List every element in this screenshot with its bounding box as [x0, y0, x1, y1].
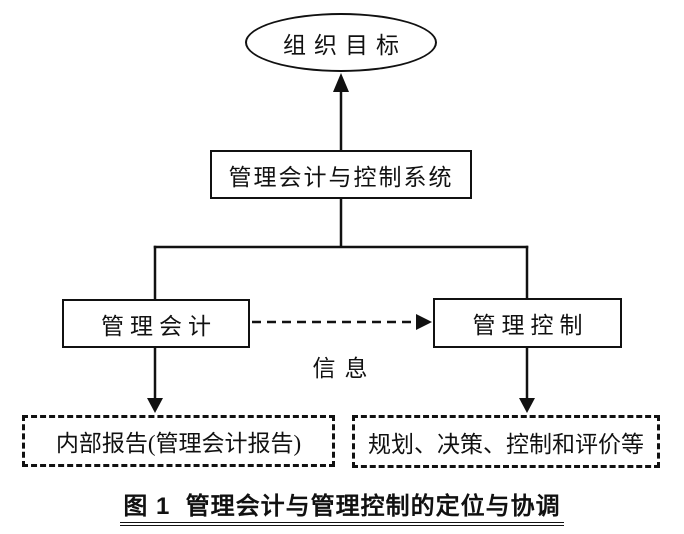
node-planning-activities: 规划、决策、控制和评价等 — [352, 415, 660, 468]
node-accounting-label: 管理会计 — [101, 313, 217, 339]
arrow-up-head-icon — [333, 73, 349, 92]
figure-caption-text: 图 1 管理会计与管理控制的定位与协调 — [120, 486, 564, 526]
node-planning-activities-label: 规划、决策、控制和评价等 — [368, 431, 644, 457]
node-internal-report-label: 内部报告(管理会计报告) — [55, 431, 302, 456]
edge-label-information: 信息 — [290, 350, 390, 382]
node-internal-report: 内部报告(管理会计报告) — [22, 415, 335, 467]
node-organization-goal: 组织目标 — [245, 13, 437, 72]
node-organization-goal-label: 组织目标 — [283, 32, 407, 58]
node-management-accounting-control-system: 管理会计与控制系统 — [210, 150, 472, 199]
figure-caption: 图 1 管理会计与管理控制的定位与协调 — [0, 486, 684, 526]
node-management-control: 管理控制 — [433, 298, 622, 348]
node-management-accounting: 管理会计 — [62, 299, 250, 348]
arrow-right-head-icon — [416, 314, 432, 330]
node-system-label: 管理会计与控制系统 — [228, 164, 454, 190]
arrow-down-head-right-icon — [519, 398, 535, 413]
edge-label-information-text: 信息 — [312, 356, 377, 381]
arrow-down-head-left-icon — [147, 398, 163, 413]
node-control-label: 管理控制 — [472, 313, 589, 338]
